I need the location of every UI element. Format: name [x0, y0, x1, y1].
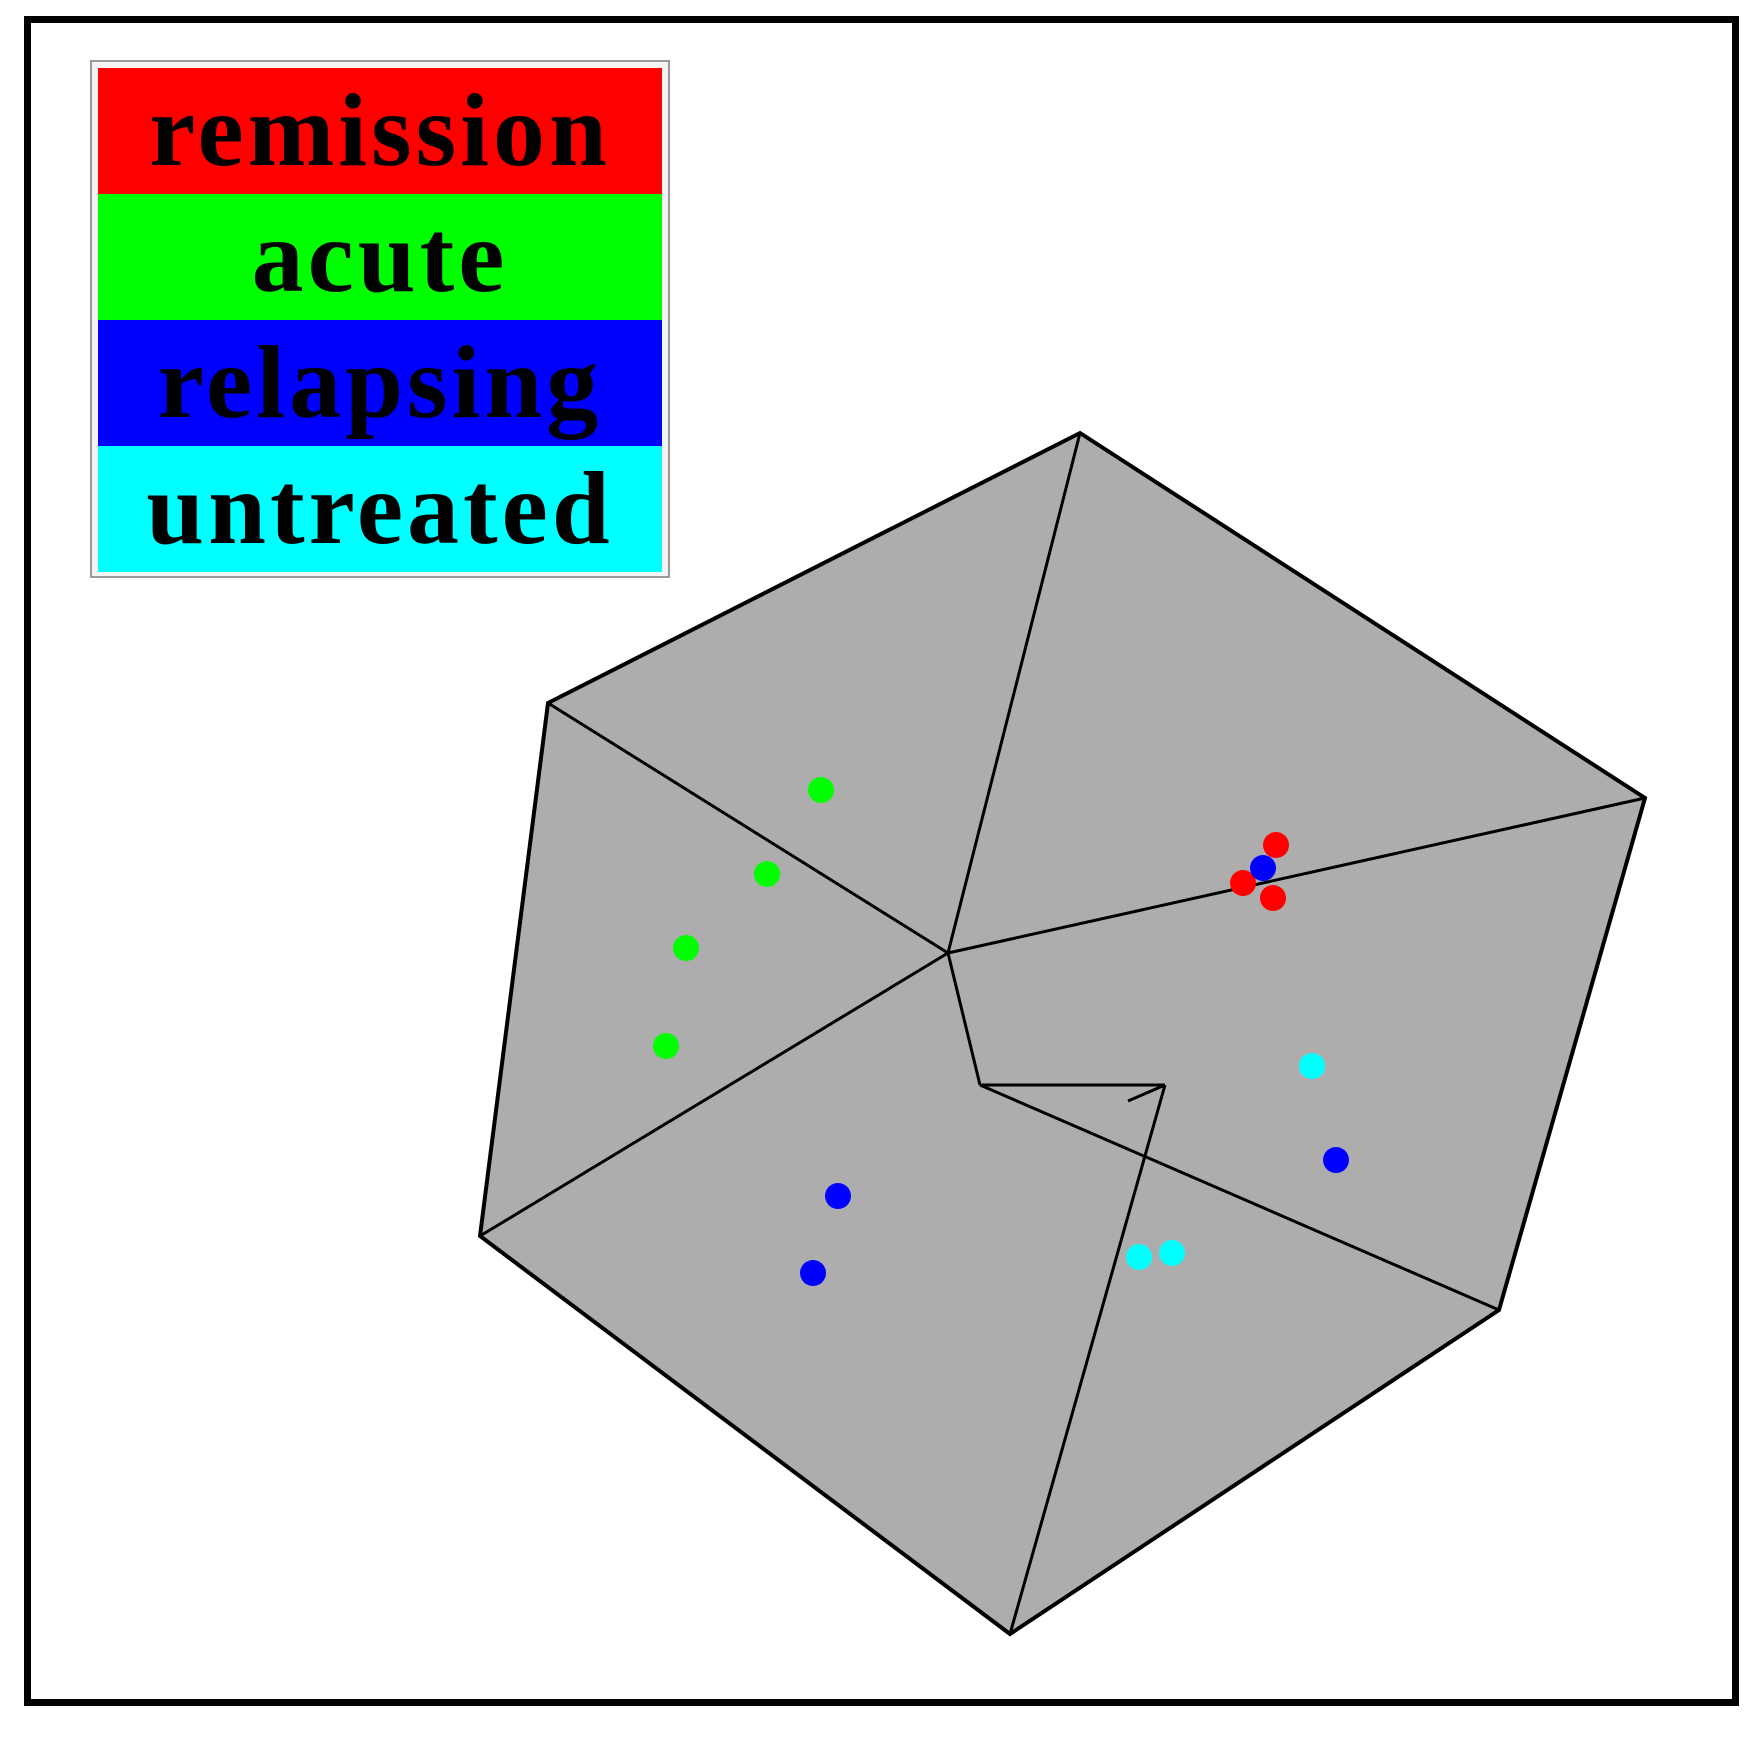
point-untreated	[1299, 1053, 1325, 1079]
point-untreated	[1126, 1244, 1152, 1270]
legend-label-acute: acute	[251, 199, 509, 314]
point-acute	[754, 861, 780, 887]
point-acute	[653, 1033, 679, 1059]
cube-edge	[1008, 1084, 1167, 1635]
cube-edge	[979, 1083, 1500, 1312]
cube-edge	[946, 432, 1082, 954]
legend-label-untreated: untreated	[146, 451, 614, 566]
cube-edges	[479, 432, 1646, 1635]
point-remission	[1230, 870, 1256, 896]
point-relapsing	[825, 1183, 851, 1209]
legend-label-relapsing: relapsing	[157, 325, 603, 440]
point-relapsing	[800, 1260, 826, 1286]
data-points	[653, 777, 1349, 1286]
point-acute	[673, 935, 699, 961]
legend-item-acute: acute	[98, 194, 662, 320]
legend-item-relapsing: relapsing	[98, 320, 662, 446]
legend-item-untreated: untreated	[98, 446, 662, 572]
cube-outline	[477, 430, 1648, 1637]
cube-box	[477, 430, 1648, 1637]
cube-edge	[1127, 1083, 1166, 1103]
point-remission	[1263, 832, 1289, 858]
point-remission	[1260, 885, 1286, 911]
legend: remission acute relapsing untreated	[90, 60, 670, 578]
point-relapsing	[1250, 855, 1276, 881]
cube-edge	[547, 701, 949, 955]
point-relapsing	[1323, 1147, 1349, 1173]
point-untreated	[1159, 1240, 1185, 1266]
cube-edge	[946, 952, 982, 1086]
legend-label-remission: remission	[149, 73, 611, 188]
legend-item-remission: remission	[98, 68, 662, 194]
point-acute	[808, 777, 834, 803]
cube-edge	[947, 796, 1646, 955]
cube-edge	[479, 951, 949, 1238]
